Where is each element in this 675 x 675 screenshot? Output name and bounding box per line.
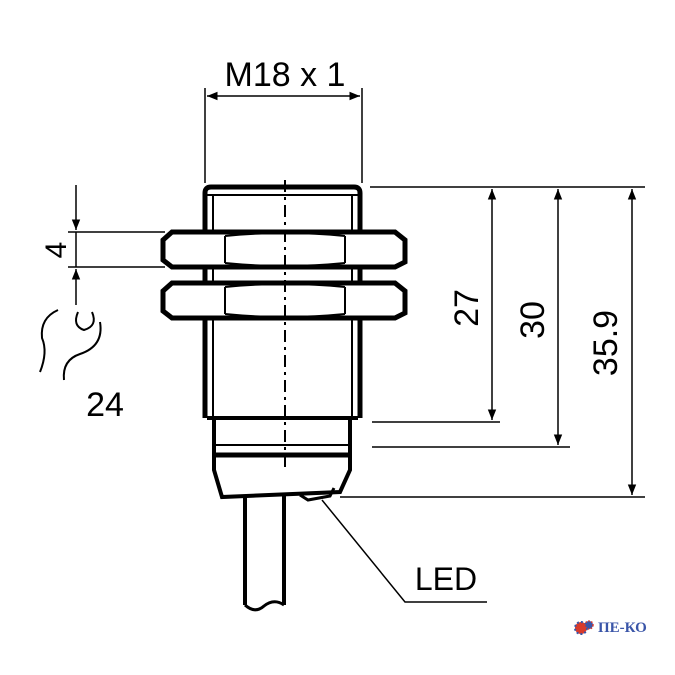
nut-thickness-label: 4 xyxy=(40,242,73,259)
nuts xyxy=(160,229,408,321)
thread-label: M18 x 1 xyxy=(225,56,346,94)
led-label: LED xyxy=(415,561,477,597)
dimension-lines xyxy=(68,88,645,603)
length-27-label: 27 xyxy=(448,289,486,327)
wrench-icon xyxy=(39,309,102,381)
logo-text: ПЕ-КО xyxy=(598,619,647,636)
wrench-size-label: 24 xyxy=(86,386,124,424)
logo: ПЕ-КО xyxy=(572,617,647,639)
length-30-label: 30 xyxy=(514,301,552,339)
gear-logo-icon xyxy=(574,620,594,635)
length-35-9-label: 35.9 xyxy=(587,310,625,376)
led-leader xyxy=(321,499,487,603)
